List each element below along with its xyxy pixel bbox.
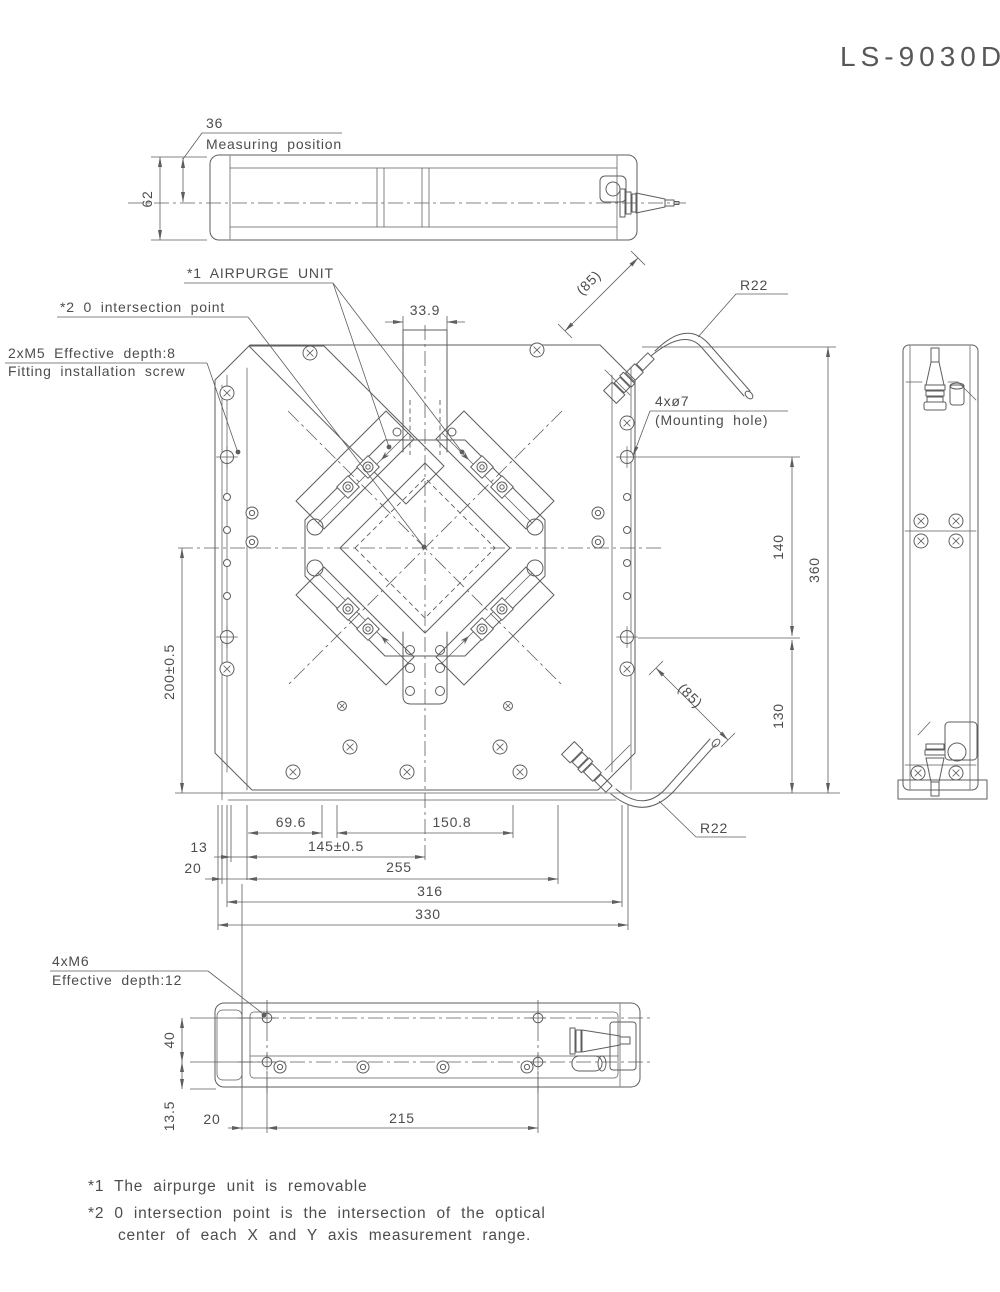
dim-62: 62: [139, 190, 155, 207]
dim-145: 145±0.5: [308, 838, 364, 854]
screws-and-holes: [216, 342, 638, 780]
mounting-strips: [226, 367, 632, 791]
dim-316: 316: [417, 883, 443, 899]
dim-140: 140: [770, 534, 786, 560]
m5-label-line2: Fitting installation screw: [8, 363, 186, 379]
note-line-3: center of each X and Y axis measurement …: [118, 1227, 531, 1244]
airpurge-unit-label: *1 AIRPURGE UNIT: [187, 265, 334, 281]
page-title: LS-9030D: [840, 41, 1000, 72]
dim-13: 13: [190, 839, 207, 855]
intersection-point-label: *2 0 intersection point: [60, 299, 225, 315]
notes: *1 The airpurge unit is removable *2 0 i…: [88, 1178, 546, 1244]
front-view: *1 AIRPURGE UNIT *2 0 intersection point…: [5, 250, 840, 1130]
lower-tongue: [402, 631, 448, 705]
dim-85-bottom: (85): [675, 680, 706, 711]
top-view: 62 36 Measuring position: [128, 115, 686, 241]
dim-255: 255: [386, 859, 412, 875]
top-view-connector: [599, 175, 680, 218]
side-view-top-connector: [905, 347, 977, 411]
cable-bottom-right: [561, 738, 721, 808]
dim-20-front: 20: [184, 860, 201, 876]
side-view-bottom-connector: [917, 721, 978, 797]
optical-window: [304, 439, 546, 657]
r22-top-label: R22: [740, 277, 768, 293]
dim-130: 130: [770, 703, 786, 729]
bottom-view: 4xM6 Effective depth:12 40 13.5 20 215: [50, 953, 650, 1133]
measuring-position-label: Measuring position: [206, 136, 342, 152]
dim-330: 330: [415, 906, 441, 922]
upper-tongue: [402, 329, 448, 453]
mounting-hole-label2: (Mounting hole): [655, 412, 768, 428]
dim-13-5: 13.5: [161, 1101, 177, 1131]
dim-33-9: 33.9: [410, 302, 440, 318]
side-view: [897, 344, 988, 800]
sensor-bars: [295, 410, 555, 686]
dim-215: 215: [389, 1110, 415, 1126]
m6-label-line1: 4xM6: [52, 953, 89, 969]
dim-85-top: (85): [573, 267, 604, 298]
note-line-2: *2 0 intersection point is the intersect…: [88, 1205, 546, 1222]
dim-20-bottom: 20: [203, 1111, 220, 1127]
dim-150-8: 150.8: [432, 814, 471, 830]
m5-label-line1: 2xM5 Effective depth:8: [8, 345, 176, 361]
airpurge-unit-block: [248, 345, 445, 505]
mounting-hole-label1: 4xø7: [655, 393, 689, 409]
bottom-view-connector: [569, 1021, 637, 1072]
dim-36: 36: [206, 115, 223, 131]
dim-40: 40: [161, 1031, 177, 1048]
cable-top-right: [603, 332, 754, 404]
r22-bottom-label: R22: [700, 820, 728, 836]
dim-69-6: 69.6: [276, 814, 306, 830]
note-line-1: *1 The airpurge unit is removable: [88, 1178, 367, 1195]
lower-tongue-holes: [405, 645, 445, 696]
m6-label-line2: Effective depth:12: [52, 972, 182, 988]
dim-200: 200±0.5: [161, 644, 177, 700]
dim-360: 360: [806, 557, 822, 583]
